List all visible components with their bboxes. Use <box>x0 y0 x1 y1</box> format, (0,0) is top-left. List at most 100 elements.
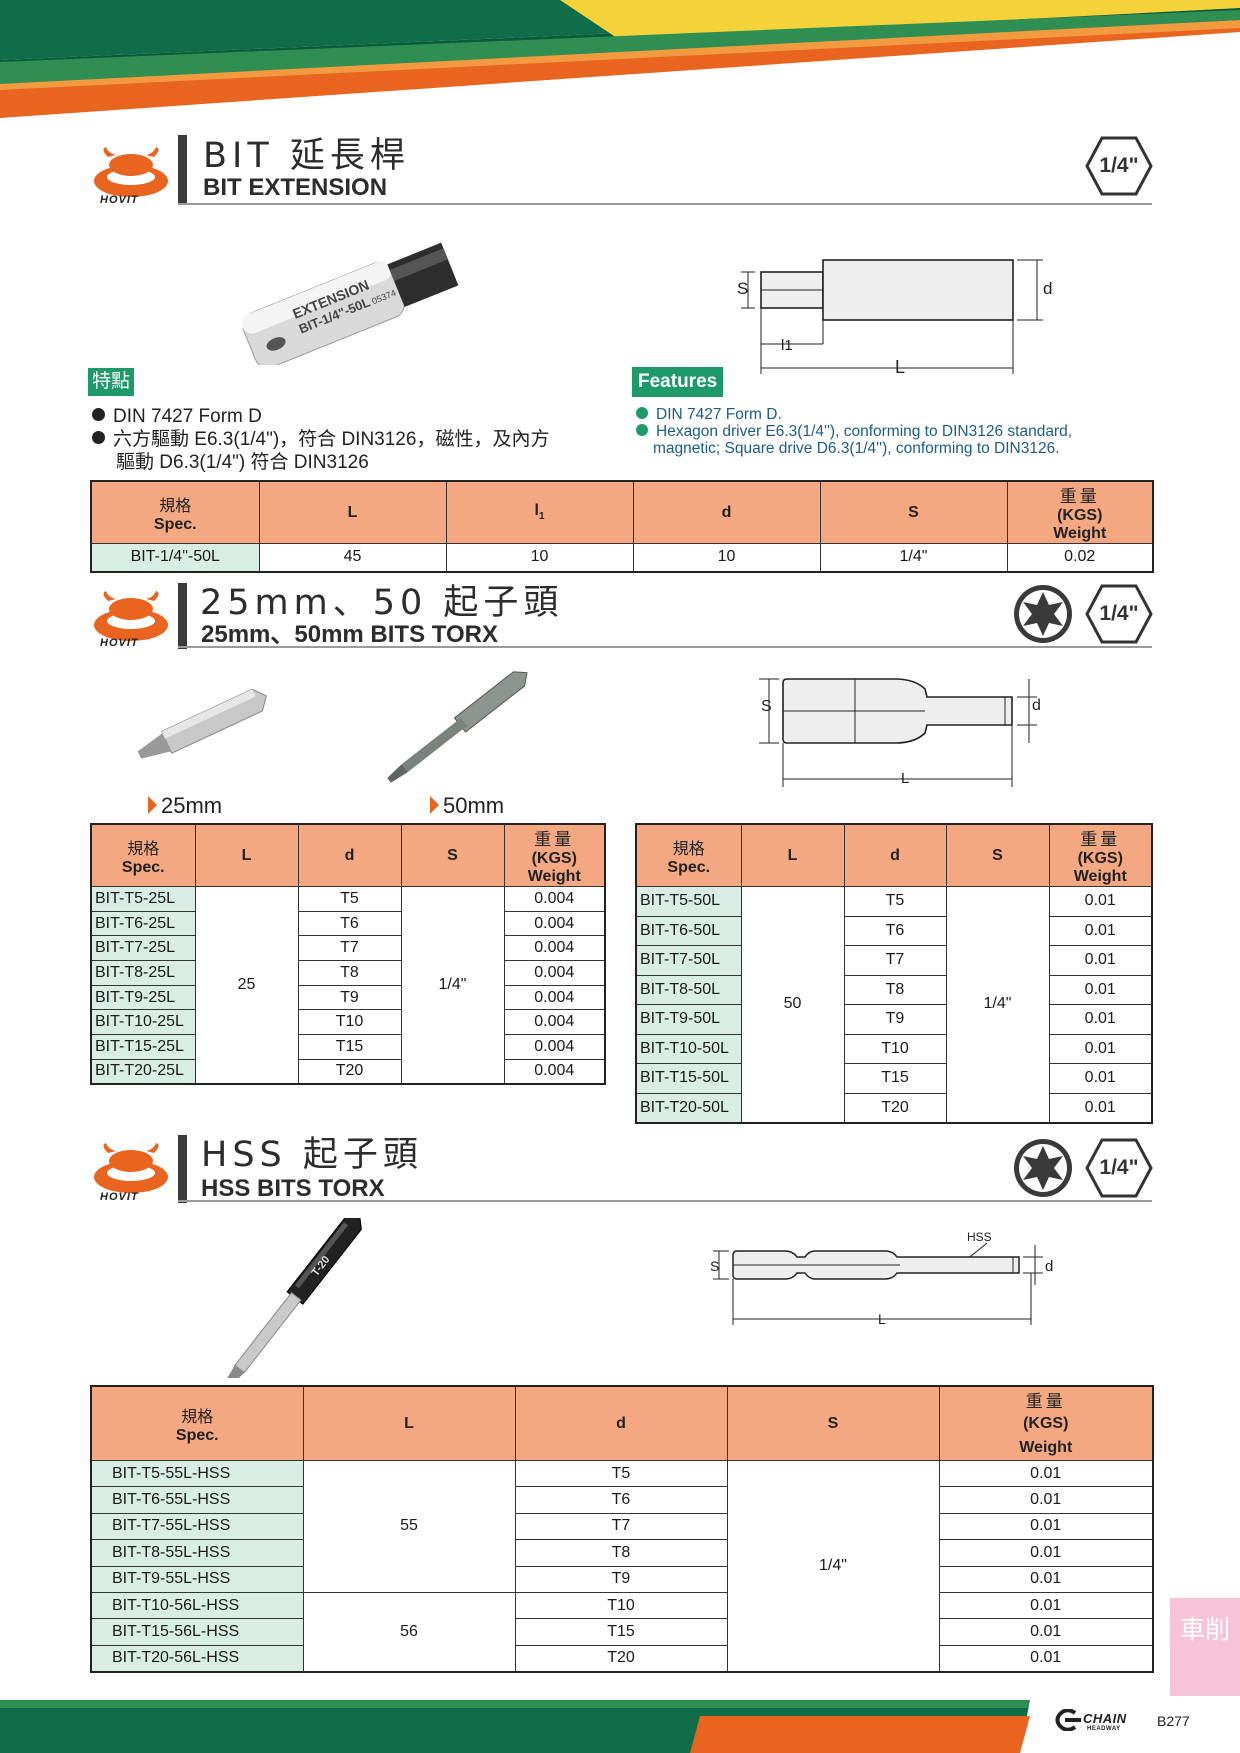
cell-weight: 0.004 <box>503 1009 606 1036</box>
cell-spec: BIT-T20-25L <box>90 1058 196 1085</box>
header-S: S <box>726 1385 940 1461</box>
cell-spec: BIT-T5-25L <box>90 886 196 912</box>
feature-zh-item: 六方驅動 E6.3(1/4")，符合 DIN3126，磁性，及內方 <box>92 428 652 451</box>
hovit-logo-icon <box>94 147 168 197</box>
table-row: BIT-T8-25L T8 0.004 <box>90 960 606 986</box>
header-weight: 重量(KGS)Weight <box>1048 823 1153 887</box>
cell-S: 1/4" <box>400 886 505 1085</box>
cell-d: T7 <box>843 945 947 976</box>
feature-zh-item: DIN 7427 Form D <box>92 405 652 428</box>
cell-weight: 0.01 <box>938 1618 1154 1646</box>
cell-weight: 0.01 <box>1048 1063 1153 1094</box>
badge-label: 1/4" <box>1099 602 1139 625</box>
cell-d: T8 <box>514 1539 728 1567</box>
section-divider <box>178 1200 1152 1202</box>
section-divider <box>178 203 1152 205</box>
category-side-tab[interactable]: 車削 <box>1170 1598 1240 1698</box>
cell-weight: 0.01 <box>1048 945 1153 976</box>
cell-spec: BIT-T15-25L <box>90 1034 196 1060</box>
cell-weight: 0.01 <box>1048 915 1153 946</box>
features-list-en: DIN 7427 Form D. Hexagon driver E6.3(1/4… <box>636 406 1156 457</box>
drive-size-badge: 1/4" <box>1085 584 1153 644</box>
cell-weight: 0.01 <box>938 1644 1154 1673</box>
cell-spec: BIT-T20-50L <box>635 1092 742 1123</box>
logo-text: HOVIT <box>100 194 139 206</box>
torx-bit-diagram: S d L <box>759 678 1041 787</box>
diagram-d: d <box>1043 279 1052 298</box>
hovit-logo-icon <box>94 591 168 641</box>
cell-spec: BIT-T20-56L-HSS <box>90 1644 304 1673</box>
diagram-d: d <box>1045 1258 1053 1275</box>
torx-bit-50mm-photo <box>387 671 528 783</box>
header-d: d <box>632 480 821 544</box>
cell-d: T8 <box>297 960 402 986</box>
cell-weight: 0.004 <box>503 886 606 912</box>
cell-d: T6 <box>843 915 947 946</box>
cell-weight: 0.004 <box>503 1034 606 1060</box>
cell-d: T5 <box>297 886 402 912</box>
badge-label: 1/4" <box>1099 154 1139 177</box>
size-label-25mm: 25mm <box>148 793 222 819</box>
cell-d: T9 <box>843 1004 947 1035</box>
cell-L: 56 <box>302 1591 516 1673</box>
logo-text: HOVIT <box>100 1191 139 1203</box>
header-weight: 重量(KGS)Weight <box>503 823 606 887</box>
cell-L: 55 <box>302 1460 516 1593</box>
hex-drive-badge-icon <box>1085 136 1153 196</box>
hovit-logo-icon <box>94 1143 168 1193</box>
chain-headway-logo-icon <box>1055 1709 1081 1731</box>
table-row: BIT-T5-25L 25 T5 1/4" 0.004 <box>90 886 606 1085</box>
cell-weight: 0.004 <box>503 960 606 986</box>
header-L: L <box>302 1385 516 1461</box>
cell-spec: BIT-T6-50L <box>635 915 742 946</box>
cell-spec: BIT-T7-55L-HSS <box>90 1512 304 1541</box>
cell-L: 25 <box>194 886 299 1085</box>
bit-extension-diagram: S d l1 L <box>737 259 1052 377</box>
cell-d: T10 <box>297 1009 402 1036</box>
page-number: B277 <box>1157 1713 1190 1729</box>
diagram-s: S <box>710 1258 719 1274</box>
cell-d: T10 <box>843 1033 947 1064</box>
cell-spec: BIT-T10-25L <box>90 1009 196 1036</box>
cell-d: T10 <box>514 1591 728 1620</box>
cell-d: T5 <box>514 1459 728 1488</box>
bottom-decorative-band <box>0 1696 1240 1753</box>
cell-d: T20 <box>843 1092 947 1123</box>
features-tag-zh: 特點 <box>88 368 135 396</box>
cell-spec: BIT-1/4"-50L <box>90 543 260 572</box>
header-L: L <box>740 823 845 887</box>
table-row: BIT-T5-50L 50 T5 1/4" 0.01 <box>635 886 1153 1123</box>
hss-bit-photo: T-20 <box>226 1218 362 1378</box>
header-S: S <box>945 823 1050 887</box>
cell-l1: 10 <box>445 543 634 572</box>
feature-en-item: Hexagon driver E6.3(1/4''), conforming t… <box>636 423 1156 440</box>
logo-text: HOVIT <box>100 637 139 649</box>
cell-d: T8 <box>843 974 947 1005</box>
cell-weight: 0.01 <box>938 1591 1154 1620</box>
top-decorative-band <box>0 0 1240 118</box>
cell-spec: BIT-T6-55L-HSS <box>90 1486 304 1514</box>
section-title-zh: 25mm、50 起子頭 <box>200 583 564 623</box>
torx-bit-25mm-photo <box>137 688 267 759</box>
cell-weight: 0.01 <box>1048 974 1153 1005</box>
header-S: S <box>819 480 1008 544</box>
cell-spec: BIT-T8-25L <box>90 960 196 986</box>
footer-brand: CHAIN <box>1083 1711 1127 1726</box>
torx-star-icon <box>1014 585 1072 643</box>
cell-d: T20 <box>297 1058 402 1085</box>
diagram-s: S <box>737 279 748 298</box>
section-title-en: BIT EXTENSION <box>203 174 388 201</box>
cell-spec: BIT-T5-50L <box>635 886 742 917</box>
cell-spec: BIT-T10-56L-HSS <box>90 1591 304 1620</box>
section-title-bar <box>178 1135 187 1203</box>
size-label-50mm: 50mm <box>430 793 504 819</box>
diagram-hss: HSS <box>967 1230 992 1244</box>
